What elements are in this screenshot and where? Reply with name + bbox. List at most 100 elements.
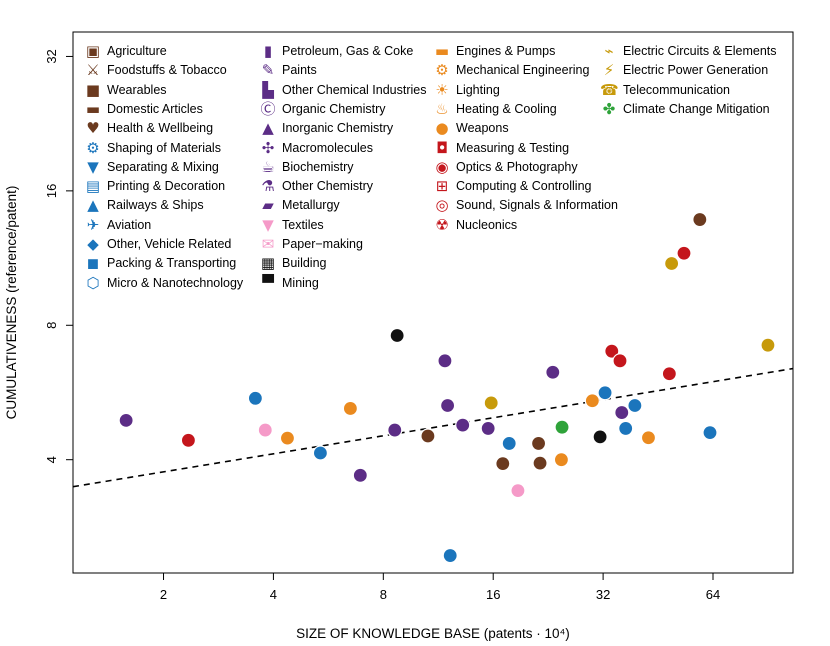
legend-item: ◎Sound, Signals & Information — [433, 196, 617, 215]
legend-label: Heating & Cooling — [456, 101, 557, 116]
point-briefcase-icon — [495, 456, 511, 472]
point-jerrycan-icon — [387, 422, 403, 438]
point-calculator-icon — [676, 245, 692, 261]
tractor-icon: ▣ — [85, 42, 101, 60]
point-wind-turbine-icon — [554, 419, 570, 435]
point-funnel-icon — [597, 385, 613, 401]
legend-item: ▼Textiles — [259, 215, 323, 234]
steel-beam-icon: ▰ — [262, 196, 274, 215]
legend-label: Agriculture — [107, 44, 167, 58]
point-mug-icon — [437, 353, 453, 369]
legend-label: Electric Circuits & Elements — [623, 44, 777, 58]
point-gear-wrench-icon — [640, 430, 657, 446]
legend-label: Nucleonics — [456, 217, 518, 232]
point-molecule-ring-icon — [247, 390, 263, 406]
paintbrush-icon: ✎ — [261, 61, 275, 80]
bricks-icon: ▦ — [260, 254, 276, 273]
legend-label: Inorganic Chemistry — [282, 121, 394, 136]
calculator-icon: ⊞ — [435, 177, 449, 196]
legend-item: ⚙Mechanical Engineering — [433, 61, 589, 79]
point-thermometer-icon — [553, 452, 570, 468]
point-fork-knife-icon — [420, 428, 436, 444]
legend-item: ⬡Micro & Nanotechnology — [84, 274, 243, 292]
point-factory-icon — [455, 417, 471, 433]
legend-item: ⌁ Electric Circuits & Elements — [600, 42, 777, 60]
point-tractor-icon — [532, 455, 548, 471]
mine-cart-icon: ▀ — [262, 273, 274, 292]
point-heart-pulse-icon — [692, 211, 708, 228]
point-engine-icon — [584, 393, 600, 409]
legend-label: Other, Vehicle Related — [107, 237, 232, 251]
mug-icon: ☕ — [261, 157, 275, 176]
x-tick-label: 64 — [706, 587, 720, 602]
legend-item: ▰Metallurgy — [259, 196, 339, 215]
legend-label: Other Chemistry — [282, 179, 373, 194]
fork-knife-icon: ⚔ — [86, 61, 100, 80]
y-tick-label: 4 — [44, 456, 59, 463]
legend-item: ▬Engines & Pumps — [433, 42, 555, 60]
point-steel-beam-icon — [480, 420, 496, 437]
signal-icon: ◎ — [435, 196, 449, 215]
legend-label: Packing & Transporting — [107, 256, 237, 271]
y-tick-label: 16 — [44, 184, 59, 198]
legend-label: Biochemistry — [282, 159, 354, 174]
envelope-icon: ✉ — [261, 235, 275, 253]
legend-label: Weapons — [456, 121, 509, 136]
x-tick-label: 16 — [486, 587, 500, 602]
engine-icon: ▬ — [434, 42, 450, 60]
plug-icon: ⌁ — [604, 42, 614, 60]
printer-icon: ▤ — [85, 177, 101, 196]
y-axis-label: CUMULATIVENESS (reference/patent) — [4, 186, 19, 420]
x-tick-label: 4 — [270, 587, 277, 602]
legend-item: ⚙Shaping of Materials — [84, 139, 221, 157]
point-mine-cart-icon — [389, 327, 405, 344]
legend-item: ▦ Building — [259, 254, 327, 273]
y-tick-label: 8 — [44, 322, 59, 329]
legend-item: ▲ Railways & Ships — [84, 196, 204, 215]
point-radiation-icon — [180, 432, 197, 448]
heart-pulse-icon: ♥ — [86, 119, 100, 138]
lightbulb-icon: ☀ — [435, 80, 449, 99]
point-bricks-icon — [592, 429, 608, 445]
legend-label: Mining — [282, 275, 319, 290]
point-grenade-icon — [342, 400, 358, 417]
point-sofa-icon — [530, 435, 547, 452]
airplane-icon: ✈ — [86, 215, 100, 234]
legend-item: ▤ Printing & Decoration — [84, 177, 225, 195]
saw-blade-icon: ⚙ — [86, 138, 100, 157]
legend-item: ✎Paints — [259, 61, 317, 79]
sofa-icon: ▬ — [85, 99, 101, 118]
point-flask-icon — [352, 467, 368, 483]
legend-label: Separating & Mixing — [107, 159, 219, 174]
legend-label: Printing & Decoration — [107, 179, 226, 194]
legend-label: Domestic Articles — [107, 101, 203, 116]
box-icon: ◼ — [86, 254, 100, 273]
jerrycan-icon: ▮ — [263, 42, 273, 60]
grenade-icon: ● — [435, 119, 449, 138]
x-tick-label: 32 — [596, 587, 610, 602]
legend-item: ✣Macromolecules — [259, 139, 373, 157]
point-lightning-icon — [483, 395, 499, 411]
legend-label: Building — [282, 256, 327, 271]
flask-icon: ▲ — [262, 119, 274, 138]
scale-icon: ◘ — [436, 138, 448, 157]
legend-item: ▣ Agriculture — [84, 42, 167, 60]
point-saw-blade-icon — [702, 424, 718, 441]
point-molecule-icon — [545, 364, 561, 380]
legend-item: ☢Nucleonics — [433, 216, 517, 234]
legend-item: ☎Telecommunication — [600, 81, 730, 99]
briefcase-icon: ■ — [85, 80, 101, 99]
legend-item: ♥Health & Wellbeing — [84, 119, 213, 137]
car-icon: ◆ — [87, 235, 99, 253]
tshirt-icon: ▼ — [262, 215, 274, 234]
legend-label: Railways & Ships — [107, 198, 204, 213]
thermometer-icon: ♨ — [435, 99, 449, 118]
sailboat-icon: ▲ — [87, 196, 99, 215]
x-tick-label: 2 — [160, 587, 167, 602]
gear-wrench-icon: ⚙ — [435, 61, 449, 80]
y-tick-label: 32 — [44, 49, 59, 63]
point-signal-icon — [612, 353, 628, 369]
legend-label: Electric Power Generation — [623, 63, 769, 78]
